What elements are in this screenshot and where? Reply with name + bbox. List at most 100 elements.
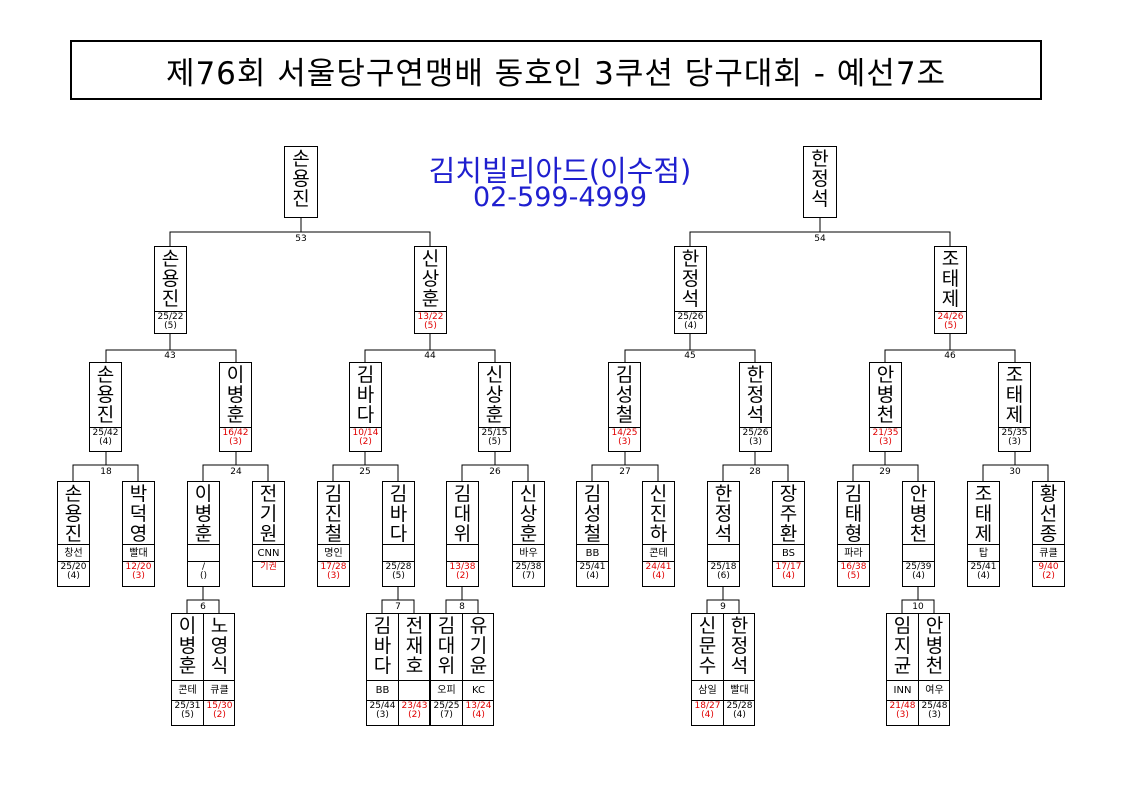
player-score: 12/20 — [123, 561, 154, 572]
player-rank: (3) — [879, 437, 892, 447]
match-number-30: 30 — [1009, 467, 1021, 477]
player-name: 전재호 — [405, 615, 424, 677]
player-rank: (4) — [586, 571, 599, 581]
player-score: 17/28 — [318, 561, 349, 572]
match-number-43: 43 — [164, 351, 176, 361]
player-club: 콘테 — [643, 544, 674, 562]
player-club — [399, 680, 430, 700]
player-box: 한정석 — [803, 146, 837, 218]
player-club: 빨대 — [724, 680, 755, 700]
player-score: 21/48 — [887, 700, 918, 711]
player-score: 9/40 — [1033, 561, 1064, 572]
player-club: 창선 — [58, 544, 89, 562]
player-club: INN — [887, 680, 918, 700]
player-rank: (5) — [847, 571, 860, 581]
match-number-8: 8 — [459, 602, 465, 612]
player-club: 오피 — [431, 680, 462, 700]
player-box: 손용진 — [284, 146, 318, 218]
player-score: 25/26 — [675, 311, 706, 322]
match-number-6: 6 — [200, 602, 206, 612]
player-rank: (4) — [67, 571, 80, 581]
player-rank: (5) — [181, 710, 194, 720]
player-name: 손용진 — [64, 483, 83, 545]
player-club: 명인 — [318, 544, 349, 562]
player-score: 23/43 — [399, 700, 430, 711]
player-score: / — [188, 561, 219, 572]
player-rank: (5) — [392, 571, 405, 581]
player-name: 김바다 — [373, 615, 392, 677]
player-name: 안병천 — [876, 364, 895, 426]
player-name: 한정석 — [681, 248, 700, 310]
player-score: 25/25 — [431, 700, 462, 711]
match-number-26: 26 — [489, 467, 501, 477]
player-club: 여우 — [919, 680, 950, 700]
player-club: 큐클 — [1033, 544, 1064, 562]
player-score: 25/35 — [999, 427, 1030, 438]
player-score: 24/41 — [643, 561, 674, 572]
player-rank: (7) — [440, 710, 453, 720]
player-score: 25/22 — [155, 311, 186, 322]
player-name: 한정석 — [811, 148, 829, 210]
player-club: 빨대 — [123, 544, 154, 562]
player-name: 김성철 — [583, 483, 602, 545]
player-rank: (2) — [408, 710, 421, 720]
player-rank: () — [199, 571, 208, 581]
player-name: 신문수 — [698, 615, 717, 677]
player-name: 김성철 — [615, 364, 634, 426]
player-name: 안병천 — [909, 483, 928, 545]
match-number-53: 53 — [295, 234, 307, 244]
player-rank: (2) — [213, 710, 226, 720]
player-name: 김바다 — [389, 483, 408, 545]
player-rank: (4) — [652, 571, 665, 581]
pair-half: 전재호 23/43(2) — [398, 614, 430, 725]
player-name: 한정석 — [714, 483, 733, 545]
player-rank: (3) — [928, 710, 941, 720]
player-score: 25/26 — [740, 427, 771, 438]
player-club: BB — [367, 680, 398, 700]
player-club: 탑 — [968, 544, 999, 562]
player-score: 16/42 — [220, 427, 251, 438]
player-score: 25/28 — [383, 561, 414, 572]
player-score: 13/24 — [463, 700, 494, 711]
player-club — [903, 544, 934, 562]
player-club: BB — [577, 544, 608, 562]
player-club: 바우 — [513, 544, 544, 562]
player-score: 25/41 — [577, 561, 608, 572]
player-score: 25/42 — [90, 427, 121, 438]
player-name: 임지균 — [893, 615, 912, 677]
player-name: 이병훈 — [194, 483, 213, 545]
player-rank: (4) — [472, 710, 485, 720]
player-score: 14/25 — [609, 427, 640, 438]
player-rank: (4) — [701, 710, 714, 720]
player-club: BS — [773, 544, 804, 562]
match-number-18: 18 — [100, 467, 112, 477]
player-score: 25/41 — [968, 561, 999, 572]
player-rank: (5) — [164, 321, 177, 331]
player-rank: (3) — [896, 710, 909, 720]
player-name: 신상훈 — [485, 364, 504, 426]
match-number-25: 25 — [359, 467, 371, 477]
player-club: 파라 — [838, 544, 869, 562]
player-name: 신상훈 — [421, 248, 440, 310]
